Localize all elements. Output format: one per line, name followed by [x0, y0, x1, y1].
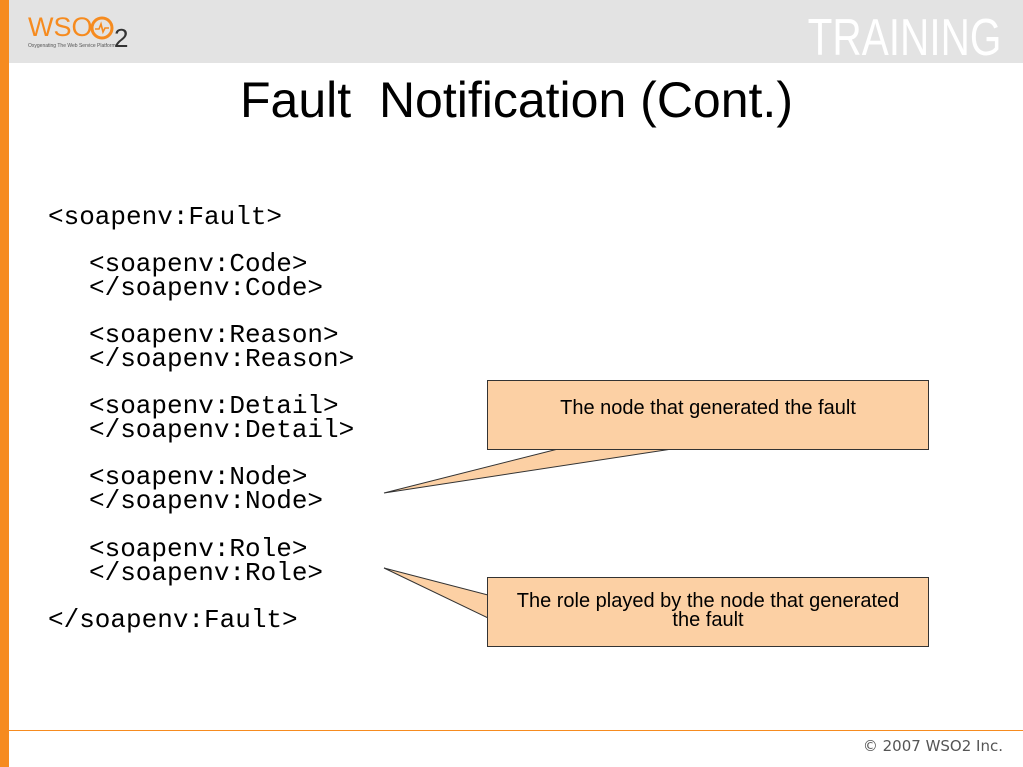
logo-tagline: Oxygenating The Web Service Platform: [28, 43, 116, 49]
code-detail-close: </soapenv:Detail>: [89, 415, 355, 445]
node-callout-pointer: [383, 448, 673, 494]
code-role-close: </soapenv:Role>: [89, 558, 324, 588]
code-code-open: <soapenv:Code>: [89, 249, 308, 279]
logo-wordmark: WSO: [28, 12, 93, 42]
code-reason-close: </soapenv:Reason>: [89, 344, 355, 374]
code-fault-open: <soapenv:Fault>: [48, 202, 283, 232]
code-node-close: </soapenv:Node>: [89, 486, 324, 516]
code-fault-close: </soapenv:Fault>: [48, 605, 298, 635]
logo-number: 2: [114, 23, 129, 53]
code-node-open: <soapenv:Node>: [89, 462, 308, 492]
code-role-open: <soapenv:Role>: [89, 534, 308, 564]
code-code-close: </soapenv:Code>: [89, 273, 324, 303]
slide-title: Fault Notification (Cont.): [240, 72, 793, 128]
role-callout-pointer: [383, 567, 489, 619]
wso2-logo: WSO 2 Oxygenating The Web Service Platfo…: [28, 12, 138, 58]
header-band: [9, 0, 1023, 63]
code-reason-open: <soapenv:Reason>: [89, 320, 339, 350]
footer-copyright: © 2007 WSO2 Inc.: [862, 737, 1003, 755]
left-accent-bar: [0, 0, 9, 767]
training-label: TRAINING: [807, 9, 1001, 67]
code-detail-open: <soapenv:Detail>: [89, 391, 339, 421]
node-callout: The node that generated the fault: [487, 380, 929, 450]
role-callout: The role played by the node that generat…: [487, 577, 929, 647]
logo-ring-icon: [90, 16, 114, 40]
footer-divider: [9, 730, 1023, 731]
